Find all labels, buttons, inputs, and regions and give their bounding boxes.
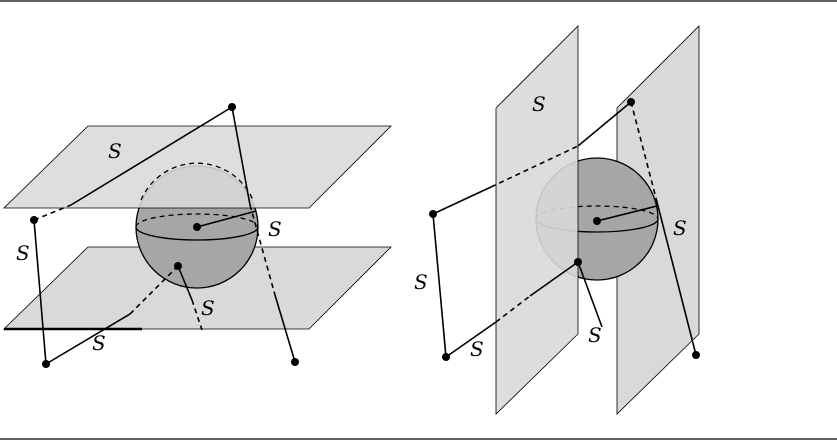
left-point-a (228, 103, 236, 111)
right-label-5: S (470, 337, 484, 361)
left-label-1: S (108, 139, 122, 163)
right-point-a (627, 98, 635, 106)
left-label-2: S (268, 217, 282, 241)
right-label-4: S (588, 323, 602, 347)
left-point-c (42, 360, 50, 368)
right-panel: S S S S S (414, 26, 700, 414)
left-point-d (291, 358, 299, 366)
right-label-2: S (673, 216, 687, 240)
right-label-3: S (414, 270, 428, 294)
right-point-d (692, 351, 700, 359)
right-path-seg-3 (433, 214, 446, 357)
left-label-3: S (16, 241, 30, 265)
right-front-plane (496, 26, 578, 414)
right-point-touch (574, 258, 582, 266)
right-point-b (429, 210, 437, 218)
left-point-b (30, 216, 38, 224)
right-path-seg-1 (433, 187, 491, 214)
left-panel: S S S S S (4, 103, 391, 368)
right-point-c (442, 353, 450, 361)
right-label-1: S (532, 92, 546, 116)
left-upper-plane (4, 126, 391, 208)
right-point-center (593, 217, 601, 225)
left-point-center (193, 223, 201, 231)
left-label-4: S (201, 296, 215, 320)
left-label-5: S (92, 331, 106, 355)
left-point-touch (174, 262, 182, 270)
